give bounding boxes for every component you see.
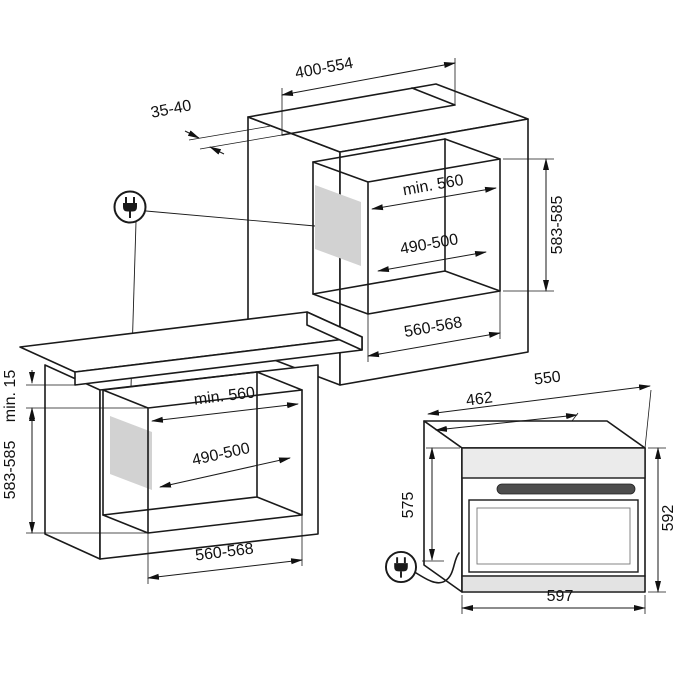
oven-left-side xyxy=(423,420,463,593)
base-niche-depth-edges xyxy=(102,371,303,534)
socket-area-column xyxy=(315,185,361,266)
dim-label-column-height: 583-585 xyxy=(549,196,566,255)
oven-handle xyxy=(496,483,636,495)
dim-oven-depth-inner: 462 xyxy=(435,389,579,432)
oven: 550 462 575 592 597 xyxy=(400,368,677,614)
oven-control-panel xyxy=(461,447,646,479)
socket-area-base xyxy=(110,416,152,490)
dim-oven-depth-total: 550 xyxy=(427,368,652,449)
dim-oven-height-front: 592 xyxy=(648,447,677,593)
dim-oven-width: 597 xyxy=(461,588,646,614)
dim-label-oven-height-rear: 575 xyxy=(400,492,417,519)
dim-label-worktop-clearance: min. 15 xyxy=(2,370,19,423)
dim-label-oven-height-front: 592 xyxy=(660,505,677,532)
column-niche-depth-edges xyxy=(312,138,501,315)
base-left-side xyxy=(44,364,101,560)
dim-oven-height-rear: 575 xyxy=(400,447,460,562)
dim-label-top-cutout-width: 400-554 xyxy=(294,55,355,82)
dim-label-top-edge-gap: 35-40 xyxy=(149,97,193,122)
worktop-end xyxy=(306,311,363,351)
plug-icon xyxy=(384,550,418,584)
dim-label-oven-width: 597 xyxy=(547,588,574,605)
oven-base-strip xyxy=(463,577,644,591)
dim-label-oven-depth-inner: 462 xyxy=(465,389,494,409)
oven-door xyxy=(468,499,639,573)
dim-label-base-height: 583-585 xyxy=(2,441,19,500)
dim-column-height: 583-585 xyxy=(503,158,566,292)
worktop xyxy=(19,311,363,386)
plug-icon xyxy=(113,190,147,224)
oven-door-glass xyxy=(476,507,631,565)
dim-label-oven-depth-total: 550 xyxy=(533,368,562,388)
dim-base-left: min. 15 583-585 xyxy=(2,370,148,534)
power-cable xyxy=(412,552,460,584)
mains-plug-oven xyxy=(384,550,460,584)
base-cabinet: min. 560 490-500 560-568 min. 15 583-585 xyxy=(2,311,363,584)
plug-leader-column xyxy=(145,210,316,227)
